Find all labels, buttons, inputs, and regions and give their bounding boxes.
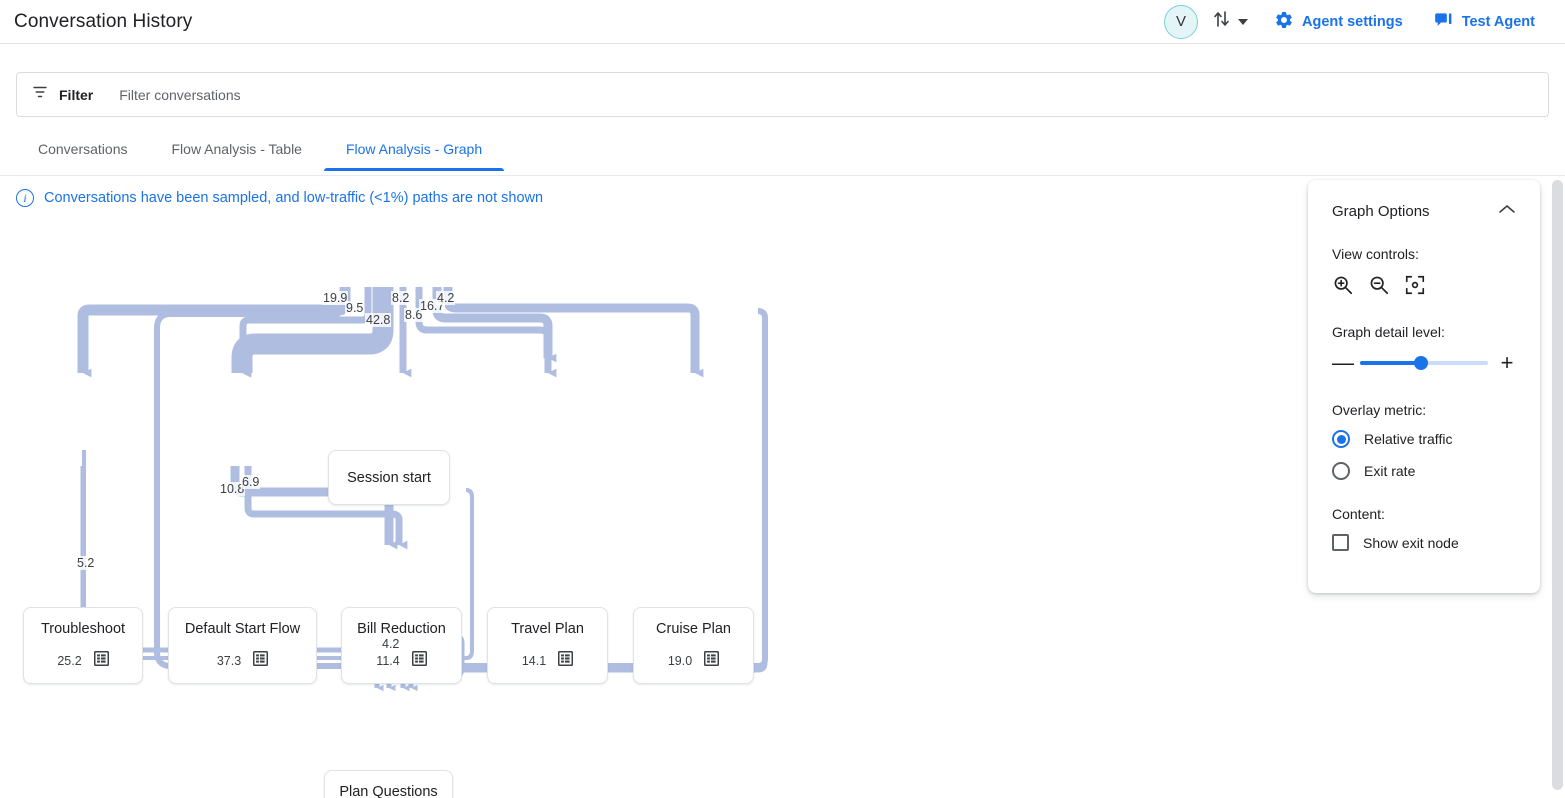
sort-dropdown[interactable]	[1212, 8, 1248, 35]
edge-label: 19.9	[322, 291, 349, 305]
node-session-start[interactable]: Session start	[328, 450, 450, 505]
app-header: Conversation History V Agent settings	[0, 0, 1565, 44]
sort-arrows-icon	[1212, 8, 1232, 35]
chat-bubble-icon	[1433, 10, 1454, 34]
avatar[interactable]: V	[1163, 4, 1198, 39]
radio-exit-rate[interactable]: Exit rate	[1332, 462, 1516, 480]
edge-label: 6.9	[241, 475, 261, 489]
tab-bar: Conversations Flow Analysis - Table Flow…	[16, 133, 1549, 175]
node-label: Plan Questions	[339, 783, 438, 798]
edge-label: 4.2	[436, 291, 456, 305]
edge-label: 8.6	[404, 308, 424, 322]
graph-options-panel: Graph Options View controls:	[1308, 180, 1540, 593]
filter-icon	[31, 83, 49, 106]
edge-label: 10.8	[219, 482, 246, 496]
slider-fill	[1360, 361, 1422, 365]
gear-icon	[1274, 10, 1294, 34]
detail-level-slider[interactable]	[1360, 356, 1488, 370]
node-metric: 11.4	[376, 650, 427, 671]
sampling-notice-text: Conversations have been sampled, and low…	[44, 190, 544, 206]
edge-label: 8.2	[391, 291, 411, 305]
panel-title: Graph Options	[1332, 202, 1430, 220]
chevron-up-icon[interactable]	[1498, 202, 1516, 220]
flow-edges	[77, 287, 768, 692]
node-cruise-plan[interactable]: Cruise Plan 19.0	[633, 607, 754, 684]
checkbox-show-exit-node[interactable]: Show exit node	[1332, 534, 1516, 551]
node-value: 19.0	[667, 653, 693, 668]
search-input[interactable]	[119, 86, 1534, 103]
tab-conversations[interactable]: Conversations	[38, 141, 128, 157]
plus-icon[interactable]: +	[1500, 350, 1514, 375]
edge-label: 4.2	[381, 637, 401, 651]
zoom-out-icon[interactable]	[1368, 274, 1390, 296]
node-bill-reduction[interactable]: Bill Reduction 11.4	[341, 607, 462, 684]
filter-label: Filter	[59, 86, 94, 103]
node-label: Session start	[347, 469, 431, 486]
node-travel-plan[interactable]: Travel Plan 14.1	[487, 607, 608, 684]
tab-flow-analysis-graph[interactable]: Flow Analysis - Graph	[323, 133, 505, 171]
node-metric: 19.0	[667, 650, 720, 671]
radio-icon	[1332, 430, 1350, 448]
chevron-down-icon	[1237, 18, 1248, 25]
node-details-icon[interactable]	[93, 650, 109, 671]
node-value: 25.2	[57, 653, 82, 668]
edge-label: 9.5	[345, 301, 365, 315]
tab-divider	[0, 175, 1565, 176]
test-agent-label: Test Agent	[1461, 13, 1535, 30]
panel-header: Graph Options	[1332, 202, 1516, 220]
node-details-icon[interactable]	[558, 650, 574, 671]
view-controls	[1332, 274, 1516, 296]
sampling-notice: i Conversations have been sampled, and l…	[16, 189, 543, 207]
flow-graph-canvas[interactable]: Session start Troubleshoot 25.2 Default …	[0, 218, 1549, 798]
radio-label: Exit rate	[1364, 463, 1416, 479]
edge-label: 42.8	[365, 313, 392, 327]
node-label: Bill Reduction	[357, 620, 446, 637]
vertical-scrollbar-thumb[interactable]	[1552, 180, 1563, 790]
node-label: Cruise Plan	[656, 620, 731, 637]
edge-label: 5.2	[76, 556, 96, 570]
filter-bar: Filter	[16, 72, 1549, 117]
detail-level-slider-row: — +	[1332, 352, 1516, 374]
view-controls-label: View controls:	[1332, 246, 1419, 262]
node-metric: 25.2	[57, 650, 109, 671]
node-label: Default Start Flow	[184, 620, 301, 637]
test-agent-button[interactable]: Test Agent	[1433, 10, 1535, 34]
node-details-icon[interactable]	[253, 650, 269, 671]
node-metric: 14.1	[521, 650, 574, 671]
checkbox-icon	[1332, 534, 1349, 551]
agent-settings-button[interactable]: Agent settings	[1274, 10, 1403, 34]
tab-flow-analysis-table[interactable]: Flow Analysis - Table	[171, 141, 302, 157]
agent-settings-label: Agent settings	[1301, 13, 1403, 30]
node-label: Travel Plan	[511, 620, 584, 637]
node-label: Troubleshoot	[40, 620, 126, 637]
node-value: 11.4	[376, 653, 400, 668]
node-troubleshoot[interactable]: Troubleshoot 25.2	[23, 607, 143, 684]
content-label: Content:	[1332, 506, 1385, 522]
node-plan-questions[interactable]: Plan Questions 22.9	[324, 770, 453, 798]
node-default-start-flow[interactable]: Default Start Flow 37.3	[168, 607, 317, 684]
radio-relative-traffic[interactable]: Relative traffic	[1332, 430, 1516, 448]
checkbox-label: Show exit node	[1363, 534, 1459, 551]
overlay-metric-label: Overlay metric:	[1332, 402, 1427, 418]
radio-label: Relative traffic	[1364, 431, 1453, 447]
zoom-in-icon[interactable]	[1332, 274, 1354, 296]
page-title: Conversation History	[14, 10, 193, 32]
slider-thumb[interactable]	[1414, 356, 1429, 370]
node-value: 37.3	[216, 653, 242, 668]
node-metric: 37.3	[216, 650, 269, 671]
header-actions: V Agent settings	[1163, 0, 1565, 44]
node-details-icon[interactable]	[704, 650, 720, 671]
fit-to-screen-icon[interactable]	[1404, 274, 1426, 296]
radio-icon	[1332, 462, 1350, 480]
minus-icon[interactable]: —	[1332, 350, 1354, 375]
node-details-icon[interactable]	[411, 650, 427, 671]
node-value: 14.1	[521, 653, 547, 668]
detail-level-label: Graph detail level:	[1332, 324, 1445, 340]
info-icon: i	[16, 189, 34, 207]
